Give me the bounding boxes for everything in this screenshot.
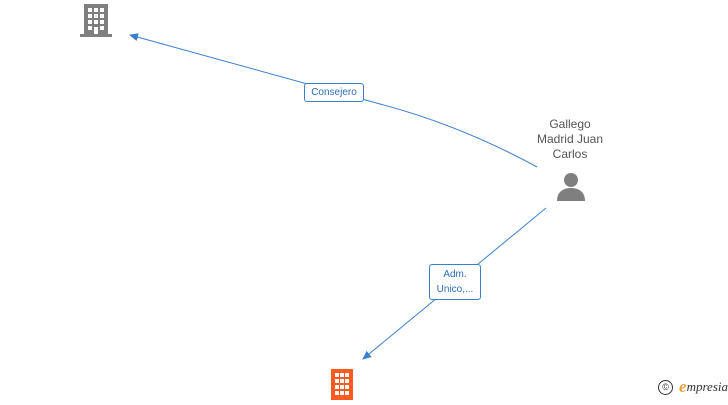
brand-watermark: © e mpresia [658,377,728,397]
edge-label-text: Adm. [443,269,467,280]
copyright-icon: © [658,379,674,395]
person-node[interactable] [556,172,586,202]
brand-initial: e [679,377,687,396]
edge-consejero [129,33,538,168]
edge-label-text: Unico,... [436,284,474,295]
brand-name: mpresia [686,379,728,394]
building-icon [80,4,112,37]
person-name-line: Carlos [552,147,588,161]
company-node-main[interactable] [328,369,356,400]
building-icon [331,369,353,400]
person-icon [557,173,585,201]
company-node-top[interactable] [80,3,112,37]
edge-label-text: Consejero [311,87,357,98]
person-name-line: Madrid Juan [536,132,604,146]
person-name-line: Gallego [549,117,591,131]
edge-label-adm-unico[interactable]: Adm. Unico,... [429,264,481,300]
edge-label-consejero[interactable]: Consejero [304,83,364,102]
person-name[interactable]: Gallego Madrid Juan Carlos [528,117,612,162]
